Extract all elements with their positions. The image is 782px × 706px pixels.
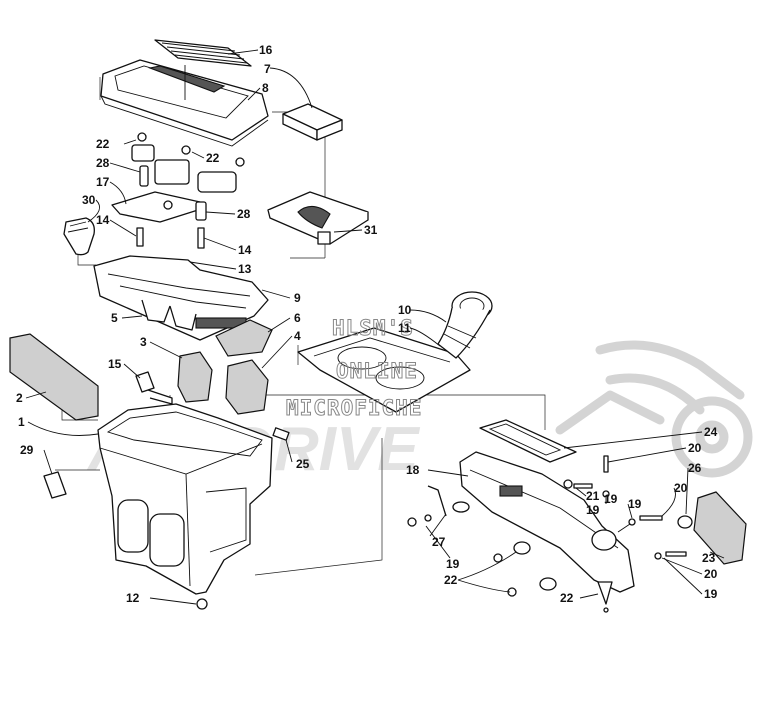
callout-19-e: 19	[704, 587, 718, 601]
callout-19-d: 19	[446, 557, 460, 571]
callout-22-b: 22	[206, 151, 220, 165]
callout-8: 8	[262, 81, 269, 95]
sensor-assembly-center	[154, 145, 191, 185]
callout-26: 26	[688, 461, 702, 475]
part-18-duct-housing	[459, 451, 635, 593]
callout-24: 24	[704, 425, 718, 439]
callout-19-a: 19	[604, 492, 618, 506]
part-23-filter-element	[693, 491, 747, 565]
callout-10: 10	[398, 303, 412, 317]
callout-20-c: 20	[704, 567, 718, 581]
callout-14-a: 14	[96, 213, 110, 227]
callout-23: 23	[702, 551, 716, 565]
callout-30: 30	[82, 193, 96, 207]
sensor-assembly-left	[131, 132, 155, 187]
part-10-intake-elbow	[437, 291, 493, 359]
part-3-foam-block	[177, 351, 213, 403]
leader-lines	[25, 49, 725, 605]
callout-22-c: 22	[444, 573, 458, 587]
part-7-filter-pad	[282, 103, 343, 141]
callout-5: 5	[111, 311, 118, 325]
callout-7: 7	[264, 62, 271, 76]
callout-1: 1	[18, 415, 25, 429]
part-26-cap	[677, 515, 693, 529]
part-17-sensor-bracket	[111, 191, 201, 223]
callout-17: 17	[96, 175, 110, 189]
callout-13: 13	[238, 262, 252, 276]
part-30-rubber-damper	[63, 217, 95, 256]
callout-19-c: 19	[628, 497, 642, 511]
callout-3: 3	[140, 335, 147, 349]
callout-4: 4	[294, 329, 301, 343]
part-14-bolts	[136, 227, 205, 249]
callout-9: 9	[294, 291, 301, 305]
callout-25: 25	[296, 457, 310, 471]
callout-22-a: 22	[96, 137, 110, 151]
callout-20-b: 20	[674, 481, 688, 495]
callout-28-b: 28	[237, 207, 251, 221]
part-1-main-airbox	[97, 403, 273, 610]
callout-6: 6	[294, 311, 301, 325]
callout-11: 11	[398, 321, 411, 335]
callout-29: 29	[20, 443, 34, 457]
callout-28-a: 28	[96, 156, 110, 170]
callout-22-d: 22	[560, 591, 574, 605]
callout-12: 12	[126, 591, 140, 605]
callout-2: 2	[16, 391, 23, 405]
callout-19-b: 19	[586, 503, 600, 517]
callout-20-a: 20	[688, 441, 702, 455]
part-4-intake-plate	[297, 327, 471, 413]
watermark-text: HLSM'S ONLINE MICROFICHE	[286, 316, 422, 421]
callout-27: 27	[432, 535, 446, 549]
part-15-fitting	[135, 371, 173, 405]
callout-31: 31	[364, 223, 378, 237]
watermark-line-3: MICROFICHE	[286, 396, 422, 420]
sensor-assembly-right	[195, 157, 245, 221]
callout-18: 18	[406, 463, 420, 477]
callout-14-b: 14	[238, 243, 252, 257]
part-31-intake-boot	[267, 191, 369, 245]
part-16-top-grille	[154, 39, 252, 67]
part-8-airbox-lid	[100, 59, 269, 147]
watermark-line-1: HLSM'S	[332, 316, 414, 340]
part-5-intake-plate	[93, 255, 269, 341]
watermark-line-2: ONLINE	[336, 359, 418, 383]
part-6-gasket	[215, 319, 273, 357]
callout-numbers: 16 7 8 22 22 28 17 30 28 31 14 14 13 9 5…	[16, 43, 718, 605]
part-25-bolt	[272, 427, 290, 441]
part-24-duct-plate	[479, 419, 577, 463]
callout-21: 21	[586, 489, 600, 503]
callout-16: 16	[259, 43, 273, 57]
part-2-foam-pad	[9, 333, 99, 421]
part-4-foam-block	[225, 359, 269, 415]
callout-15: 15	[108, 357, 122, 371]
part-29-clip	[43, 471, 67, 499]
